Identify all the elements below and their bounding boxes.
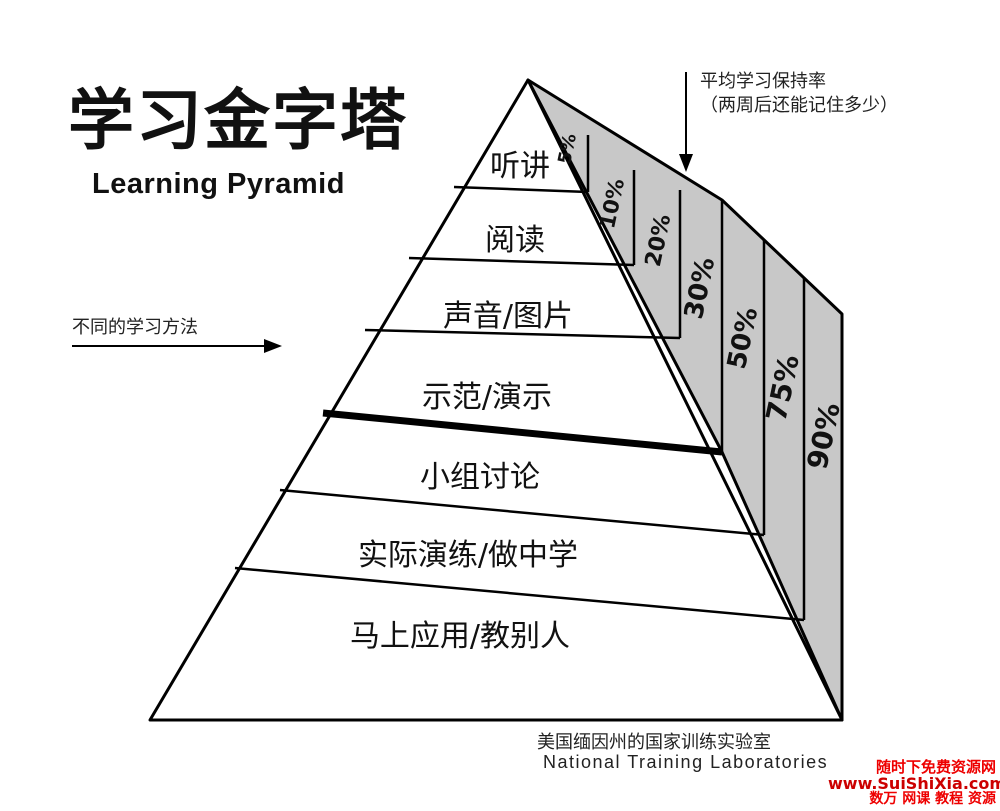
source-chinese: 美国缅因州的国家训练实验室 (537, 732, 771, 753)
layer-separators (234, 185, 805, 622)
side-separators (586, 135, 806, 620)
watermark: 随时下免费资源网 www.SuiShiXia.com 数万 网课 教程 资源 (828, 757, 1000, 808)
title-english: Learning Pyramid (92, 168, 345, 200)
layer-label-practice: 实际演练/做中学 (358, 538, 578, 573)
layer-label-teach-others: 马上应用/教别人 (350, 619, 570, 654)
layer-labels: 听讲 阅读 声音/图片 示范/演示 小组讨论 实际演练/做中学 马上应用/教别人 (350, 149, 578, 654)
watermark-line3: 数万 网课 教程 资源 (869, 791, 996, 808)
retention-note-line1: 平均学习保持率 (700, 71, 826, 92)
layer-label-discussion: 小组讨论 (420, 460, 540, 495)
layer-label-reading: 阅读 (485, 223, 545, 258)
layer-label-lecture: 听讲 (490, 149, 550, 184)
watermark-url: www.SuiShiXia.com (828, 773, 1000, 793)
title-chinese: 学习金字塔 (68, 82, 408, 159)
left-arrow (72, 339, 282, 353)
layer-label-audiovisual: 声音/图片 (443, 299, 573, 334)
learning-methods-label: 不同的学习方法 (72, 317, 198, 338)
retention-note-line2: （两周后还能记住多少） (700, 95, 898, 117)
retention-note: 平均学习保持率 （两周后还能记住多少） (700, 70, 898, 119)
watermark-line1: 随时下免费资源网 (875, 757, 996, 776)
down-arrow (679, 72, 693, 172)
pyramid-front-face (148, 78, 844, 722)
source-english: National Training Laboratories (543, 752, 829, 772)
layer-label-demonstration: 示范/演示 (422, 380, 552, 415)
